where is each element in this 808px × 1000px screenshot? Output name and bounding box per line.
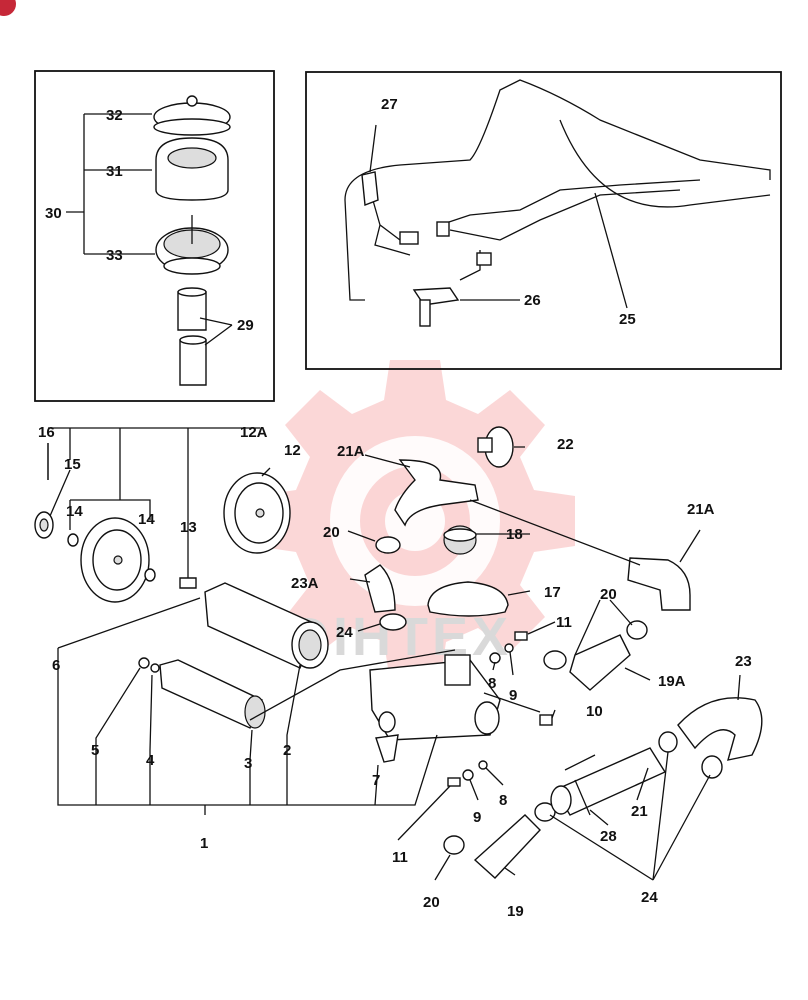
precleaner-bowl (155, 137, 229, 201)
callout-14b: 14 (138, 511, 155, 528)
callout-21a-right: 21A (687, 501, 715, 518)
hose-21a-top (394, 459, 479, 527)
wire-28 (564, 754, 596, 816)
callout-20a: 20 (323, 524, 340, 541)
callout-10: 10 (586, 703, 603, 720)
element-18 (443, 525, 477, 555)
callout-24a: 24 (336, 624, 353, 641)
pipe-23 (677, 697, 763, 761)
callout-5: 5 (91, 742, 99, 759)
tube-21 (550, 747, 667, 816)
callout-26: 26 (524, 292, 541, 309)
callout-22: 22 (557, 436, 574, 453)
cover-small (34, 511, 79, 547)
callout-11a: 11 (556, 614, 572, 631)
callout-19: 19 (507, 903, 524, 920)
harness-wires (361, 171, 701, 281)
precleaner-cap (153, 95, 231, 136)
callout-21: 21 (631, 803, 648, 820)
callout-18: 18 (506, 526, 523, 543)
callout-28: 28 (600, 828, 617, 845)
callout-19a: 19A (658, 673, 686, 690)
callout-1: 1 (200, 835, 208, 852)
callout-32: 32 (106, 107, 123, 124)
callout-2: 2 (283, 742, 291, 759)
callout-25: 25 (619, 311, 636, 328)
callout-4: 4 (146, 752, 155, 769)
callout-23a: 23A (291, 575, 319, 592)
air-cleaner-housing (369, 654, 501, 741)
callout-16: 16 (38, 424, 55, 441)
inset-box-wiring (305, 71, 782, 370)
bolt-13 (179, 577, 197, 589)
callout-7: 7 (372, 772, 380, 789)
callout-12a: 12A (240, 424, 268, 441)
sender-unit (412, 287, 460, 327)
callout-8b: 8 (499, 792, 507, 809)
tank-outline (344, 79, 771, 301)
precleaner-impeller (155, 215, 229, 275)
callout-30: 30 (45, 205, 62, 222)
cap-17 (427, 581, 509, 617)
callout-6: 6 (52, 657, 60, 674)
callout-27: 27 (381, 96, 398, 113)
corner-badge (0, 0, 16, 16)
end-cover-left (80, 517, 156, 603)
callout-23: 23 (735, 653, 752, 670)
callout-12: 12 (284, 442, 301, 459)
callout-9a: 9 (509, 687, 517, 704)
elbow-23a (364, 564, 396, 613)
callout-24b: 24 (641, 889, 658, 906)
plug-22 (477, 426, 514, 468)
callout-21a-top: 21A (337, 443, 365, 460)
callout-33: 33 (106, 247, 123, 264)
callout-31: 31 (106, 163, 123, 180)
inset-box-precleaner (34, 70, 275, 402)
callout-14a: 14 (66, 503, 83, 520)
callout-9b: 9 (473, 809, 481, 826)
hose-19a (569, 634, 631, 691)
dust-valve (375, 734, 399, 763)
nut-washer (138, 657, 160, 673)
hose-21a-right (627, 557, 691, 611)
callout-17: 17 (544, 584, 561, 601)
callout-11b: 11 (392, 849, 408, 866)
clamps (375, 536, 723, 855)
inner-filter (159, 659, 266, 729)
outer-filter (204, 582, 329, 669)
callout-13: 13 (180, 519, 197, 536)
callout-3: 3 (244, 755, 252, 772)
callout-15: 15 (64, 456, 81, 473)
callout-29: 29 (237, 317, 254, 334)
hose-19 (473, 814, 541, 879)
callout-20c: 20 (423, 894, 440, 911)
callout-20b: 20 (600, 586, 617, 603)
precleaner-tubes (177, 287, 207, 386)
end-cover-12 (223, 472, 291, 554)
callout-8a: 8 (488, 675, 496, 692)
